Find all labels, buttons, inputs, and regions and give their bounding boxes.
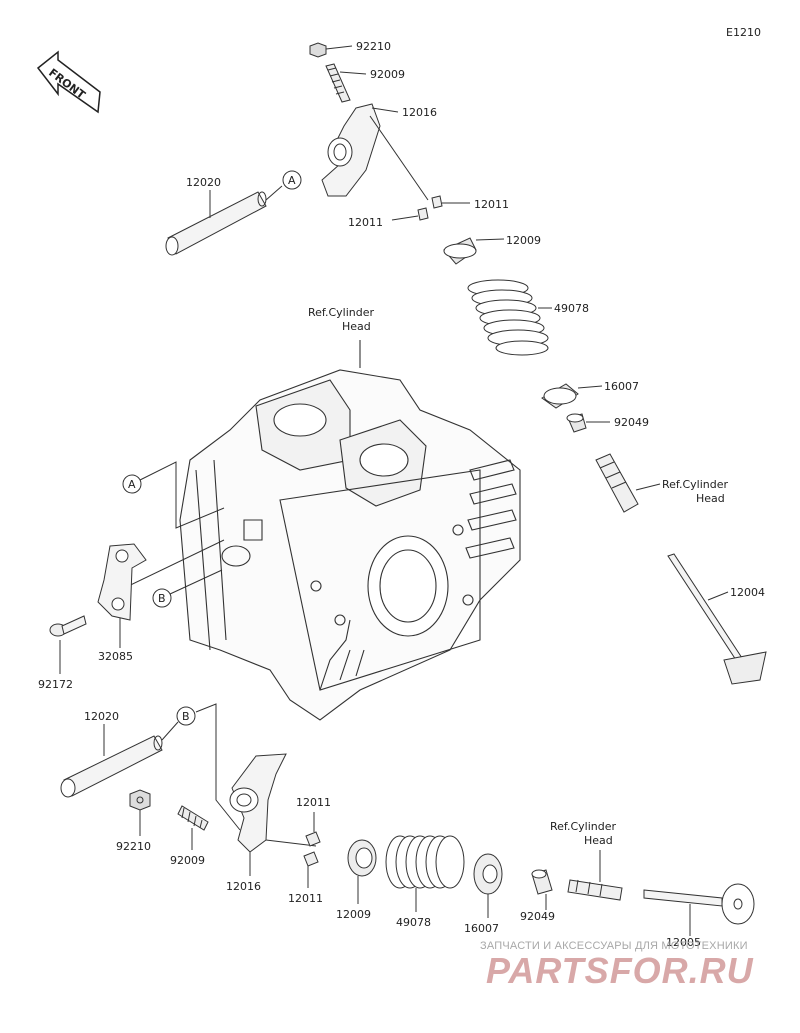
ref-head-label: Head [342,320,371,333]
part-label: 16007 [604,380,639,393]
callout-a-label: A [288,174,296,187]
spring-49078-top [467,279,552,356]
part-label: 49078 [554,302,589,315]
ref-cylinder-label: Ref.Cylinder [662,478,729,491]
rocker-arm-12016-bottom [229,753,317,876]
ref-head-label: Head [696,492,725,505]
part-label: 92049 [614,416,649,429]
callout-b-mid [152,588,172,608]
ref-cylinder-label: Ref.Cylinder [308,306,375,319]
spring-49078-bottom [385,835,465,912]
part-label: 16007 [464,922,499,935]
cylinder-head [179,340,521,721]
part-label: 12020 [186,176,221,189]
part-label: 49078 [396,916,431,929]
rocker-shaft-12020-bottom [60,721,179,798]
ref-cylinder-label: Ref.Cylinder [550,820,617,833]
part-label: 12020 [84,710,119,723]
screw-92009-top [325,63,367,103]
bracket-32085 [97,543,147,648]
part-label: 12009 [336,908,371,921]
front-arrow-icon [36,50,101,114]
part-label: 92210 [116,840,151,853]
rocker-arm-12016-top [321,103,429,201]
screw-92172 [49,615,87,674]
part-label: 12011 [348,216,383,229]
valve-12004 [667,553,767,685]
part-label: 12011 [296,796,331,809]
callout-b-bottom [176,706,196,726]
seal-92049-bottom [531,869,553,910]
callout-a-mid [122,474,142,494]
part-label: 92210 [356,40,391,53]
part-label: 32085 [98,650,133,663]
part-label: 92049 [520,910,555,923]
part-label: 12004 [730,586,765,599]
part-label: 12011 [474,198,509,211]
valve-12005 [643,883,755,936]
keeper-12011-bottom [303,812,321,888]
part-label: 12009 [506,234,541,247]
part-label: 92009 [370,68,405,81]
seat-16007-top [541,383,603,409]
callout-b-label: B [182,710,190,723]
rocker-shaft-12020-top [165,185,283,256]
part-label: 12005 [666,936,701,949]
valve-guide-bottom [567,850,623,901]
diagram-code: E1210 [726,26,761,39]
part-label: 12016 [402,106,437,119]
part-label: 92172 [38,678,73,691]
watermark-brand: PARTSFOR.RU [486,950,754,991]
nut-92210-top [309,42,353,58]
callout-a-label: A [128,478,136,491]
retainer-12009-bottom [347,839,377,904]
valve-guide-top [595,453,661,513]
retainer-12009-top [443,237,505,265]
watermark-tagline: ЗАПЧАСТИ И АКСЕССУАРЫ ДЛЯ МОТОТЕХНИКИ [480,940,748,952]
callout-b-label: B [158,592,166,605]
nut-92210-bottom [129,789,151,836]
part-label: 12011 [288,892,323,905]
keeper-12011-top [391,195,470,221]
seat-16007-bottom [473,853,503,918]
part-label: 92009 [170,854,205,867]
part-label: 12016 [226,880,261,893]
ref-head-label: Head [584,834,613,847]
callout-a-top [282,170,302,190]
screw-92009-bottom [177,805,209,850]
seal-92049-top [566,413,610,433]
